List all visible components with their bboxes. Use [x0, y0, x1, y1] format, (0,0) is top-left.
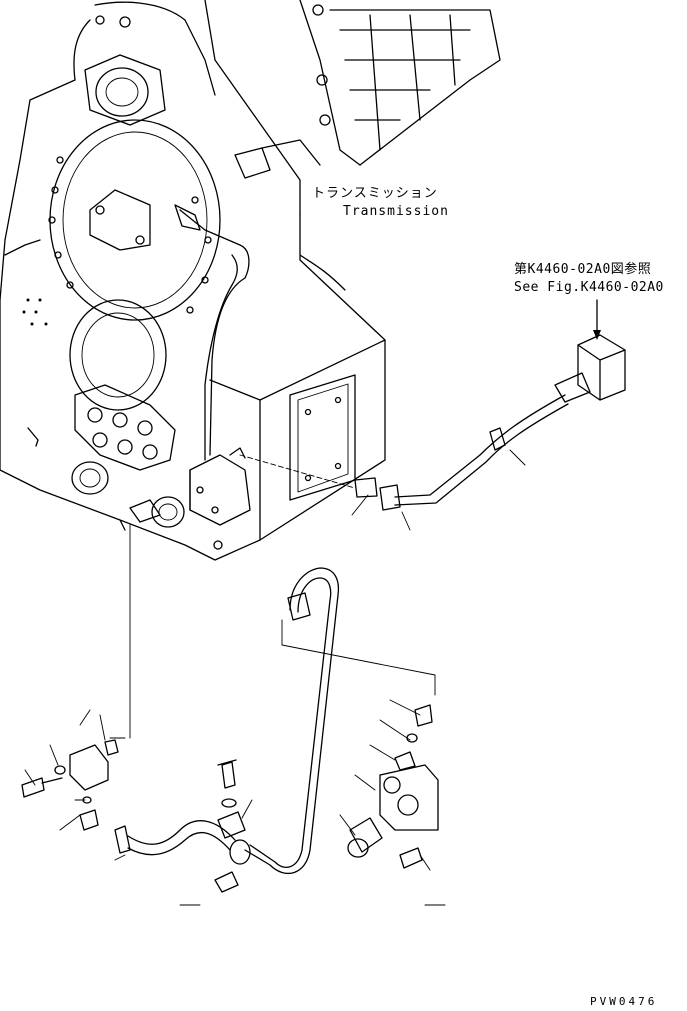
solenoid-valve [554, 299, 626, 403]
figure-reference-jp: 第K4460-02A0図参照 [514, 262, 652, 277]
transmission-housing [0, 1, 386, 561]
transmission-label-en: Transmission [343, 204, 449, 219]
leader-lines [24, 524, 436, 871]
engine-section [204, 0, 501, 291]
hose-valve-to-transmission [239, 394, 569, 531]
hose-lower [114, 567, 340, 893]
fittings-center [217, 759, 246, 839]
fittings-lower-right [347, 704, 439, 869]
figure-reference-en: See Fig.K4460-02A0 [514, 280, 664, 295]
drawing-code: PVW0476 [590, 995, 658, 1008]
transmission-label-jp: トランスミッション [312, 186, 438, 201]
transmission-pipe [174, 204, 251, 526]
fittings-lower-left [21, 739, 119, 831]
